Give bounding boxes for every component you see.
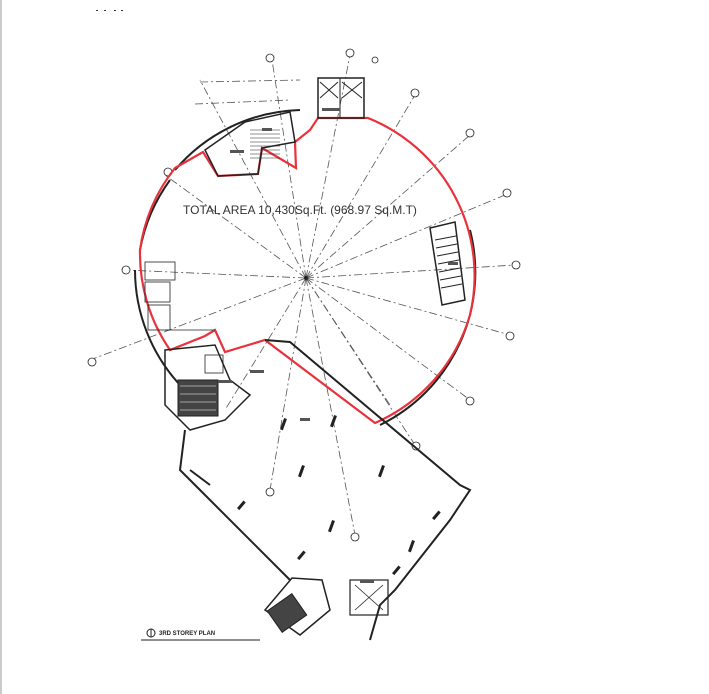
building-walls bbox=[134, 109, 477, 426]
grid-bubble-icon bbox=[87, 48, 521, 542]
lower-wing bbox=[178, 339, 472, 641]
center-point bbox=[304, 276, 308, 280]
column-marks bbox=[237, 415, 441, 576]
lower-core bbox=[164, 344, 252, 431]
bottom-cores bbox=[263, 577, 389, 636]
top-core bbox=[204, 77, 365, 177]
total-area-label: TOTAL AREA 10,430Sq.Ft. (968.97 Sq.M.T) bbox=[183, 203, 417, 217]
leased-area-boundary bbox=[138, 116, 476, 425]
left-rooms bbox=[144, 261, 215, 331]
plan-title: 3RD STOREY PLAN bbox=[159, 631, 215, 637]
room-notes bbox=[218, 108, 458, 583]
staircase-icon bbox=[250, 129, 280, 159]
stray-marks bbox=[96, 10, 123, 11]
radial-grid-lines bbox=[89, 54, 516, 536]
right-core bbox=[429, 221, 466, 306]
